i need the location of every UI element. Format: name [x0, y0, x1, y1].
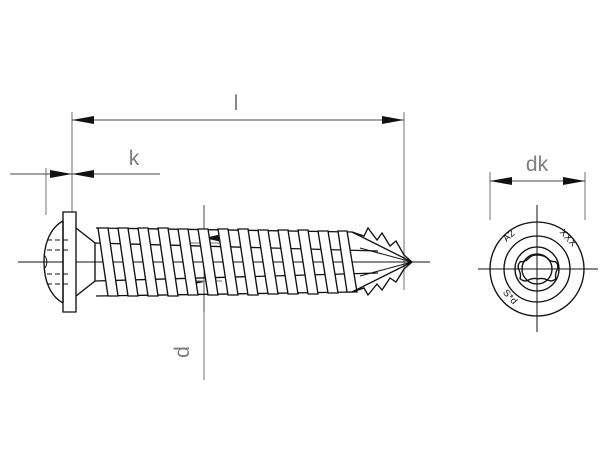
- dimension-label-dk: dk: [526, 153, 549, 176]
- dimension-k: k: [10, 147, 160, 178]
- drive-boss-circle: [514, 246, 560, 292]
- point-serration-top: [351, 226, 413, 263]
- drive-recess-circle: [521, 253, 553, 285]
- drive-recess-hatch: [43, 239, 68, 285]
- head-dome: [43, 220, 64, 304]
- side-elevation-view: l k d: [10, 92, 430, 380]
- screw-point: [351, 226, 414, 297]
- head-outer-circle: [489, 221, 585, 317]
- screw-body: [18, 211, 430, 313]
- thread-profile: [97, 227, 358, 297]
- head-pitch-marks: [506, 238, 568, 300]
- dimension-dk: dk: [490, 153, 585, 185]
- point-core-cone: [359, 247, 414, 277]
- dimension-label-l: l: [234, 92, 239, 115]
- point-serration-bottom: [351, 261, 413, 297]
- dimension-label-d: d: [171, 346, 194, 358]
- dimension-l: l: [72, 92, 404, 124]
- dimension-label-k: k: [129, 147, 140, 170]
- torx-drive-recess: [517, 254, 559, 282]
- head-dome-circle: [503, 235, 571, 303]
- head-underside-cone: [75, 227, 96, 297]
- head-center-cross: [478, 205, 598, 332]
- head-flange: [62, 211, 77, 313]
